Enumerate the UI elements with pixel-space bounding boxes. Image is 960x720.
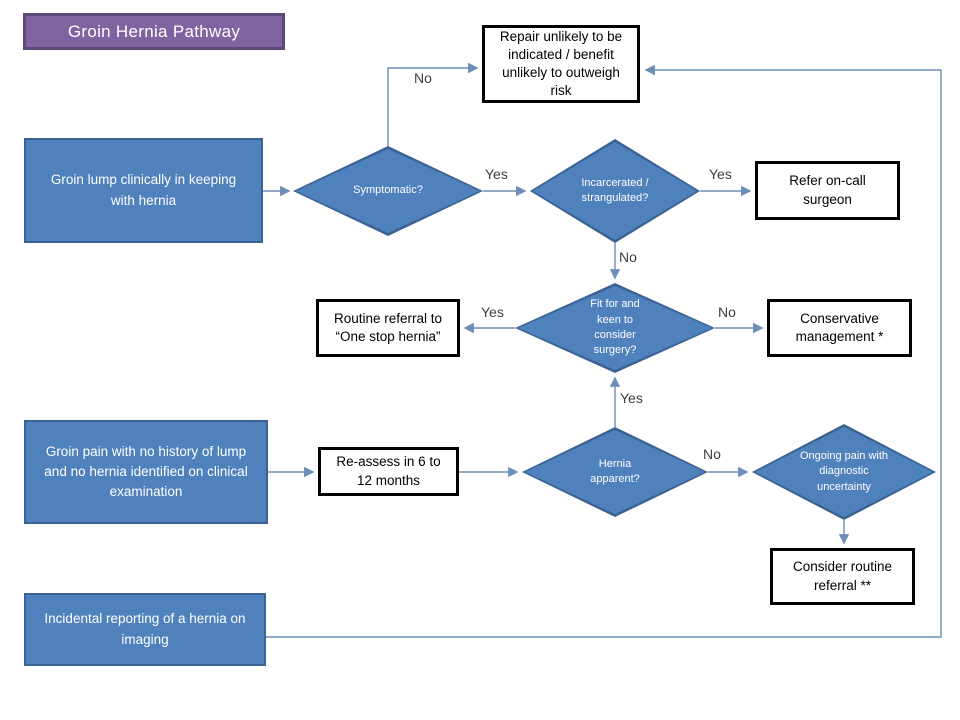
- decision-fit-keen-surgery: Fit for and keen to consider surgery?: [515, 283, 715, 373]
- edge-label-fit-yes: Yes: [481, 304, 504, 320]
- start-box-groin-lump: Groin lump clinically in keeping with he…: [24, 138, 263, 243]
- decision-ongoing-pain-label: Ongoing pain with diagnostic uncertainty: [799, 449, 889, 493]
- action-reassess: Re-assess in 6 to 12 months: [318, 447, 459, 496]
- decision-hernia-apparent: Hernia apparent?: [522, 427, 708, 517]
- edge-label-hernia-no: No: [703, 446, 721, 462]
- decision-symptomatic: Symptomatic?: [293, 146, 483, 236]
- outcome-refer-oncall-surgeon: Refer on-call surgeon: [755, 161, 900, 220]
- page-title: Groin Hernia Pathway: [23, 13, 285, 50]
- decision-symptomatic-label: Symptomatic?: [353, 184, 423, 197]
- decision-incarcerated-strangulated: Incarcerated / strangulated?: [530, 139, 700, 243]
- outcome-repair-unlikely: Repair unlikely to be indicated / benefi…: [482, 25, 640, 103]
- start-box-groin-pain: Groin pain with no history of lump and n…: [24, 420, 268, 524]
- edge-label-symptomatic-no: No: [414, 70, 432, 86]
- decision-ongoing-pain: Ongoing pain with diagnostic uncertainty: [752, 424, 936, 520]
- decision-fit-keen-label: Fit for and keen to consider surgery?: [590, 298, 640, 357]
- edge-incidental-to-repair: [266, 64, 942, 638]
- edge-label-incarcerated-yes: Yes: [709, 166, 732, 182]
- decision-incarcerated-label: Incarcerated / strangulated?: [581, 176, 649, 204]
- outcome-consider-routine-referral: Consider routine referral **: [770, 548, 915, 605]
- edge-label-hernia-yes: Yes: [620, 390, 643, 406]
- edge-label-symptomatic-yes: Yes: [485, 166, 508, 182]
- outcome-conservative-management: Conservative management *: [767, 299, 912, 357]
- decision-hernia-apparent-label: Hernia apparent?: [590, 457, 640, 485]
- start-box-incidental-imaging: Incidental reporting of a hernia on imag…: [24, 593, 266, 666]
- edge-symptomatic-no: [387, 62, 479, 146]
- edge-label-incarcerated-no: No: [619, 249, 637, 265]
- outcome-routine-referral: Routine referral to “One stop hernia”: [316, 299, 460, 357]
- edge-label-fit-no: No: [718, 304, 736, 320]
